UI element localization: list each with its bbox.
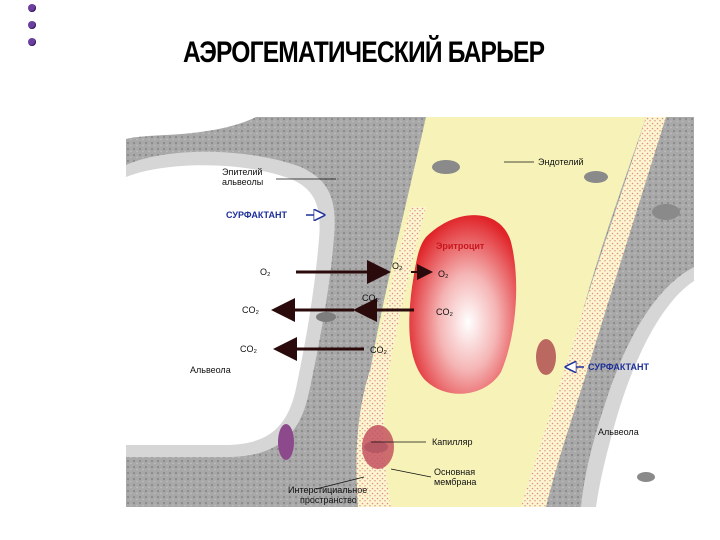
label-interstitial: пространство: [300, 495, 357, 505]
bullet-icon: [28, 4, 36, 12]
nucleus: [637, 472, 655, 482]
leader-line: [315, 476, 365, 490]
label-alveola-left: Альвеола: [190, 365, 231, 375]
label-co2-mid-top: CO₂: [362, 293, 380, 303]
label-co2-left-top: CO₂: [242, 305, 260, 315]
bullet-icon: [28, 38, 36, 46]
nucleus: [278, 424, 294, 460]
alveolus-left-lumen: [126, 165, 320, 446]
label-co2-left-bottom: CO₂: [240, 344, 258, 354]
label-o2-right: O₂: [438, 269, 449, 279]
label-co2-right: CO₂: [436, 307, 454, 317]
label-o2-mid: O₂: [392, 261, 403, 271]
label-surfactant-left: СУРФАКТАНТ: [226, 210, 287, 220]
label-alveola-right: Альвеола: [598, 427, 639, 437]
nucleus: [432, 160, 460, 174]
nucleus: [362, 425, 394, 469]
bullet-list: [28, 4, 48, 55]
alveolus-right-lumen: [596, 281, 694, 507]
slide-title: АЭРОГЕМАТИЧЕСКИЙ БАРЬЕР: [182, 36, 545, 69]
label-co2-mid-bottom: CO₂: [370, 345, 388, 355]
label-epithelium: Эпителий: [222, 167, 262, 177]
label-endothelium: Эндотелий: [538, 157, 584, 167]
label-basement-membrane: Основная: [434, 467, 475, 477]
nucleus: [652, 204, 680, 220]
alveolus-top-lumen: [126, 117, 256, 139]
label-epithelium: альвеолы: [222, 177, 263, 187]
endothelium-layer: [521, 117, 666, 507]
label-basement-membrane: мембрана: [434, 477, 476, 487]
barrier-diagram: Эндотелий Эпителий альвеолы СУРФАКТАНТ Э…: [126, 117, 694, 507]
nucleus: [316, 312, 336, 322]
leader-line: [390, 468, 432, 478]
nucleus: [536, 339, 556, 375]
label-o2-left: O₂: [260, 267, 271, 277]
label-surfactant-right: СУРФАКТАНТ: [588, 362, 649, 372]
label-erythrocyte: Эритроцит: [436, 241, 485, 251]
bullet-icon: [28, 21, 36, 29]
label-capillary: Капилляр: [432, 437, 473, 447]
erythrocyte-shape: [409, 215, 517, 394]
nucleus: [584, 171, 608, 183]
label-interstitial: Интерстициальное: [288, 485, 367, 495]
